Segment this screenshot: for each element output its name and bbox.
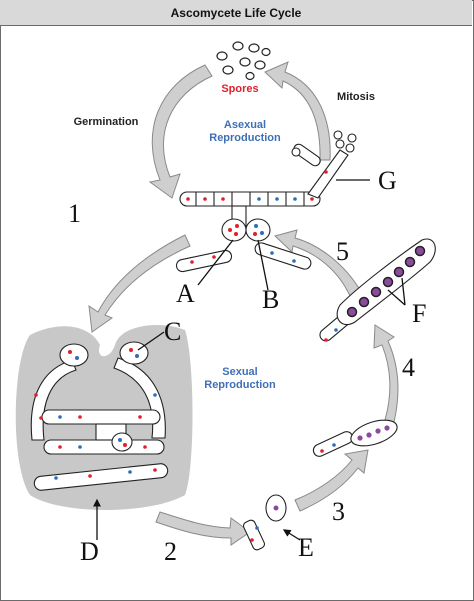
asexual-hypha <box>175 130 357 273</box>
mature-ascus <box>319 238 436 342</box>
spores-label: Spores <box>221 83 258 95</box>
young-ascus <box>242 494 287 551</box>
spore-cluster <box>216 41 271 81</box>
letter-e: E <box>298 533 314 562</box>
cycle-arrows <box>88 61 399 546</box>
step-2-number: 2 <box>164 537 177 566</box>
sexual-label-1: Sexual <box>222 366 257 378</box>
germination-arrow <box>148 64 213 199</box>
letter-a: A <box>176 279 195 308</box>
step-2-arrow <box>155 511 251 546</box>
ascus-four-spores <box>312 419 398 457</box>
asexual-label-1: Asexual <box>224 119 266 131</box>
step-4-number: 4 <box>402 353 415 382</box>
germination-label: Germination <box>74 116 139 128</box>
ascocarp <box>15 325 193 510</box>
pointer-lines <box>93 179 406 541</box>
letter-d: D <box>80 537 99 566</box>
sexual-label-2: Reproduction <box>204 379 276 391</box>
letter-g: G <box>378 166 397 195</box>
mitosis-label: Mitosis <box>337 91 375 103</box>
mitosis-arrow <box>264 61 331 161</box>
letter-f: F <box>412 299 426 328</box>
step-5-arrow <box>274 229 361 297</box>
step-3-number: 3 <box>332 497 345 526</box>
step-1-number: 1 <box>68 199 81 228</box>
letter-c: C <box>164 317 181 346</box>
text-labels: Spores Mitosis Germination Asexual Repro… <box>68 83 426 566</box>
letter-b: B <box>262 285 279 314</box>
asexual-label-2: Reproduction <box>209 132 281 144</box>
figure-title: Ascomycete Life Cycle <box>0 0 472 26</box>
step-1-arrow <box>88 234 191 333</box>
step-3-arrow <box>294 449 369 512</box>
step-4-arrow <box>373 324 399 423</box>
step-5-number: 5 <box>336 237 349 266</box>
